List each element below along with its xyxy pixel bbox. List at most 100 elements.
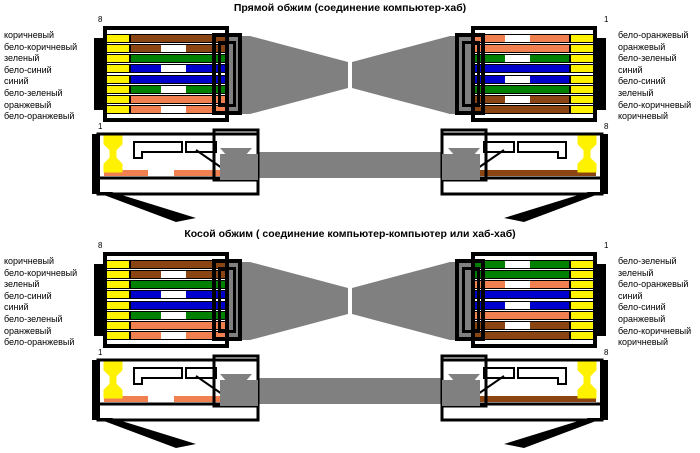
wire-row — [475, 64, 593, 74]
right-wire-label: зеленый — [618, 87, 654, 98]
cable-body — [0, 252, 700, 348]
wire-segment — [475, 35, 569, 42]
right-wire-label-list: бело-зеленый зеленый бело-оранжевый сини… — [618, 256, 700, 349]
wire-segment — [131, 105, 225, 113]
wire-row — [107, 94, 225, 104]
contact-pin — [569, 65, 593, 73]
left-pin-number-bottom: 1 — [98, 348, 103, 357]
contact-pin — [569, 85, 593, 93]
wire-segment — [475, 301, 569, 309]
contact-pin — [107, 321, 131, 329]
contact-pin — [107, 261, 131, 268]
wire-stripe — [505, 321, 530, 329]
left-wire-label: бело-зеленый — [4, 313, 63, 324]
wire-segment — [131, 301, 225, 309]
left-wire-label: зеленый — [4, 279, 40, 290]
left-wire-label-list: коричневый бело-коричневый зеленый бело-… — [4, 256, 102, 349]
contact-pin — [569, 261, 593, 268]
right-pin-number-bottom: 8 — [604, 348, 609, 357]
wire-stripe — [505, 281, 530, 289]
wire-stripe — [161, 271, 186, 279]
wire-stripe — [161, 291, 186, 299]
wire-stripe — [161, 105, 186, 113]
wire-row — [475, 330, 593, 340]
contact-pin — [569, 321, 593, 329]
left-wire-label: зеленый — [4, 53, 40, 64]
contact-pin — [569, 271, 593, 279]
wire-row — [475, 74, 593, 84]
right-side-wire — [478, 170, 596, 176]
left-wire-label: синий — [4, 302, 29, 313]
contact-pin — [107, 65, 131, 73]
contact-pin — [569, 35, 593, 42]
right-wire-label: оранжевый — [618, 313, 666, 324]
left-strain-relief-inner — [218, 267, 236, 333]
right-wire-label: коричневый — [618, 111, 669, 122]
left-plug-side-view — [92, 128, 260, 222]
wire-row — [107, 330, 225, 340]
wire-segment — [131, 45, 225, 53]
wire-row — [107, 44, 225, 54]
left-latch-icon — [103, 361, 123, 399]
right-wire-label-list: бело-оранжевый оранжевый бело-зеленый си… — [618, 30, 700, 123]
left-strain-relief-outer — [212, 259, 242, 341]
wire-segment — [131, 311, 225, 319]
right-wire-label: бело-синий — [618, 302, 666, 313]
left-connector-side-bar — [94, 38, 103, 110]
left-latch-icon — [103, 135, 123, 173]
wire-segment — [131, 85, 225, 93]
wire-row — [107, 280, 225, 290]
wire-row — [475, 310, 593, 320]
wire-row — [107, 260, 225, 269]
right-wire-label: бело-синий — [618, 76, 666, 87]
wire-row — [475, 300, 593, 310]
contact-pin — [569, 301, 593, 309]
right-connector-wire-rows — [475, 256, 593, 344]
wire-row — [475, 84, 593, 94]
wire-segment — [475, 321, 569, 329]
wire-stripe — [161, 331, 186, 339]
wire-row — [107, 84, 225, 94]
contact-pin — [107, 75, 131, 83]
wire-stripe — [161, 45, 186, 53]
side-view-row — [0, 354, 700, 450]
wire-row — [107, 300, 225, 310]
left-connector-wire-rows — [107, 256, 225, 344]
wire-stripe — [505, 55, 530, 63]
cable-right-taper — [352, 36, 472, 114]
contact-pin — [569, 311, 593, 319]
cable-right-taper — [352, 262, 472, 340]
wire-segment — [131, 35, 225, 42]
wire-segment — [131, 261, 225, 268]
contact-pin — [569, 55, 593, 63]
wire-segment — [475, 105, 569, 113]
wire-row — [107, 104, 225, 114]
wire-row — [475, 280, 593, 290]
side-cable — [248, 152, 452, 178]
right-side-wire — [478, 396, 596, 402]
right-pin-number-bottom: 8 — [604, 122, 609, 131]
contact-pin — [569, 291, 593, 299]
wire-segment — [475, 55, 569, 63]
left-side-wire-stripe — [148, 170, 174, 176]
right-wire-label: бело-зеленый — [618, 53, 677, 64]
left-plug-tab — [96, 418, 196, 448]
left-wire-label: бело-оранжевый — [4, 111, 75, 122]
side-view-row — [0, 128, 700, 224]
contact-pin — [107, 291, 131, 299]
contact-pin — [569, 105, 593, 113]
wire-row — [107, 290, 225, 300]
cable-body — [0, 26, 700, 122]
wire-row — [107, 270, 225, 280]
contact-pin — [107, 45, 131, 53]
wire-row — [475, 34, 593, 43]
wire-segment — [131, 65, 225, 73]
left-wire-label: оранжевый — [4, 325, 52, 336]
wire-row — [107, 320, 225, 330]
right-pin-number-top: 1 — [604, 15, 609, 24]
wire-row — [475, 94, 593, 104]
contact-pin — [107, 331, 131, 339]
left-pin-number-bottom: 1 — [98, 122, 103, 131]
left-wire-label-list: коричневый бело-коричневый зеленый бело-… — [4, 30, 102, 123]
left-wire-label: бело-зеленый — [4, 87, 63, 98]
